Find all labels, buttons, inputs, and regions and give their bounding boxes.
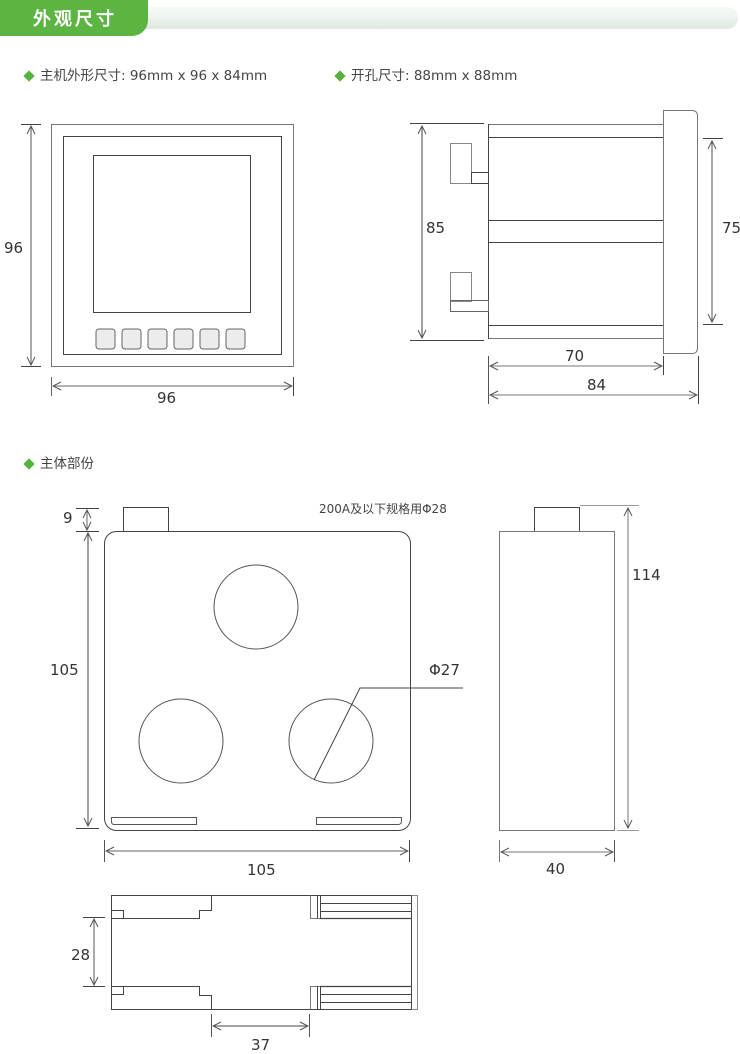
header-bar [120,7,738,29]
section-title: 外观尺寸 [33,9,117,30]
side-height-label: 85 [426,219,446,237]
body-depth-label: 70 [565,347,585,365]
section-header-tab: 外观尺寸 [0,0,148,36]
spec-body-section: 主体部份 [22,452,94,472]
ct-tab-height-label: 9 [63,509,73,527]
front-height-label: 96 [4,239,24,257]
ct-bottom-gap-label: 37 [251,1036,271,1054]
ct-note: 200A及以下规格用Φ28 [319,502,447,516]
ct-bottom-view [83,895,418,1037]
ct-side-view [499,505,639,862]
panel-height-label: 75 [722,219,740,237]
spec-cutout-size: 开孔尺寸: 88mm x 88mm [333,64,517,84]
ct-hole-diameter-label: Φ27 [429,661,460,679]
ct-bottom-height-label: 28 [71,946,91,964]
meter-side-view [410,110,723,404]
ct-front-view [76,507,463,862]
meter-front-view [21,124,294,396]
front-width-label: 96 [157,389,177,407]
spec-host-size-text: 主机外形尺寸: 96mm x 96 x 84mm [40,68,268,84]
ct-height-label: 105 [50,661,79,679]
ct-width-label: 105 [247,861,276,879]
spec-body-section-text: 主体部份 [40,456,94,472]
spec-cutout-size-text: 开孔尺寸: 88mm x 88mm [351,68,518,84]
spec-host-size: 主机外形尺寸: 96mm x 96 x 84mm [22,64,267,84]
ct-side-width-label: 40 [546,860,566,878]
ct-side-height-label: 114 [632,566,661,584]
total-depth-label: 84 [587,376,607,394]
